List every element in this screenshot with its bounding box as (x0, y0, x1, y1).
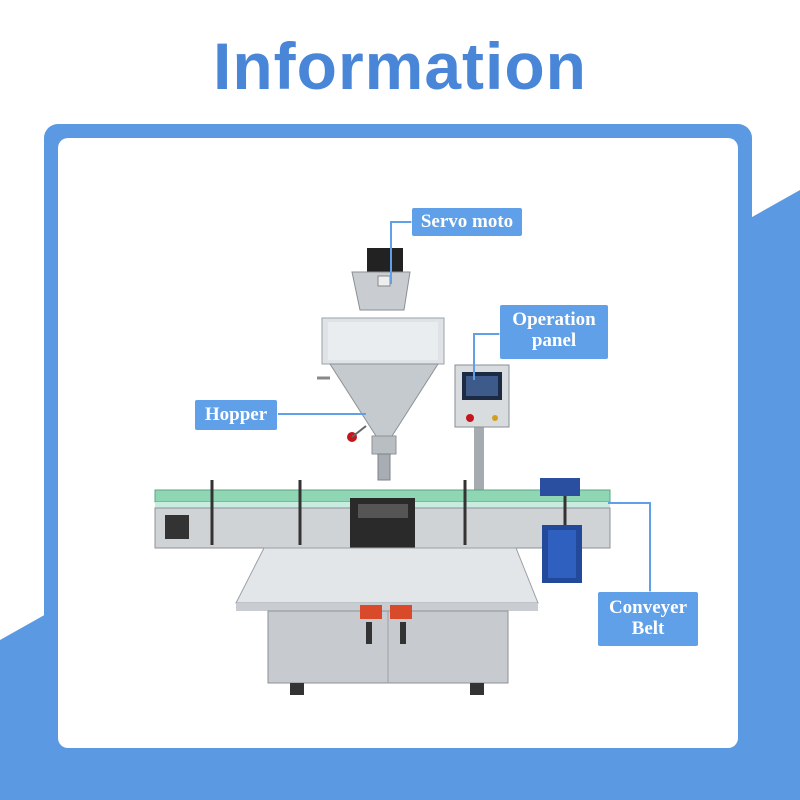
hopper-label-text: Hopper (204, 404, 268, 425)
operation-panel-label-line2: panel (531, 330, 577, 351)
operation-panel-label: Operation panel (500, 305, 608, 359)
hopper-image (317, 317, 445, 481)
conveyer-belt-label-line1: Conveyer (608, 597, 688, 618)
operation-panel-image (454, 364, 510, 495)
machine-base-image (235, 547, 539, 695)
conveyer-belt-label-line2: Belt (631, 618, 665, 639)
servo-motor-image (351, 248, 411, 311)
conveyer-belt-label: Conveyer Belt (598, 592, 698, 646)
operation-panel-label-line1: Operation (512, 309, 596, 330)
servo-motor-label-text: Servo moto (420, 211, 514, 232)
hopper-label: Hopper (195, 400, 277, 430)
servo-motor-label: Servo moto (412, 208, 522, 236)
page-title: Information (213, 29, 587, 103)
